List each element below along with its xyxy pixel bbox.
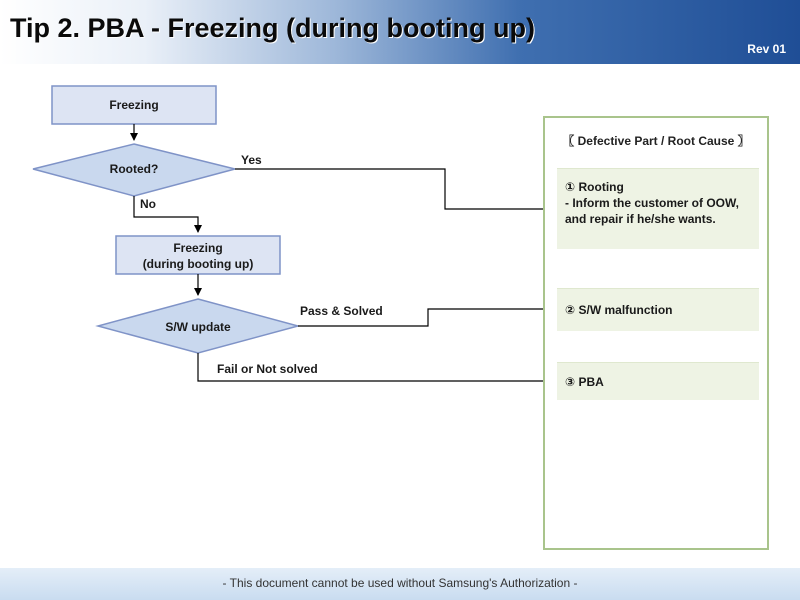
cause-sw-malfunction: ② S/W malfunction (557, 288, 759, 331)
footer-bar: - This document cannot be used without S… (0, 568, 800, 600)
no-connector (133, 196, 202, 233)
header-bar: Tip 2. PBA - Freezing (during booting up… (0, 0, 800, 64)
revision-label: Rev 01 (747, 42, 786, 56)
freezing-booting-line2: (during booting up) (143, 257, 254, 271)
sw-update-decision-label: S/W update (165, 320, 231, 334)
cause-pba-label: ③ PBA (565, 375, 604, 389)
cause-rooting-desc: - Inform the customer of OOW, and repair… (565, 196, 740, 226)
cause-pba: ③ PBA (557, 362, 759, 400)
pass-label: Pass & Solved (300, 304, 383, 318)
fail-label: Fail or Not solved (217, 362, 318, 376)
freezing-box-label: Freezing (109, 98, 158, 112)
freezing-booting-box (115, 235, 281, 275)
rooted-decision-label: Rooted? (110, 162, 159, 176)
cause-rooting: ① Rooting - Inform the customer of OOW, … (557, 168, 759, 249)
yes-label: Yes (241, 153, 262, 167)
fail-connector (197, 353, 553, 385)
freezing-booting-line1: Freezing (173, 241, 222, 255)
footer-text: - This document cannot be used without S… (222, 576, 578, 590)
page-title: Tip 2. PBA - Freezing (during booting up… (10, 13, 535, 43)
yes-connector (235, 168, 553, 213)
panel-title: 〖 Defective Part / Root Cause 〗 (562, 134, 750, 148)
no-label: No (140, 197, 156, 211)
pass-connector (298, 305, 553, 327)
cause-sw-malfunction-label: ② S/W malfunction (565, 303, 673, 317)
cause-rooting-label: ① Rooting (565, 180, 624, 194)
freezing-box (51, 85, 217, 125)
